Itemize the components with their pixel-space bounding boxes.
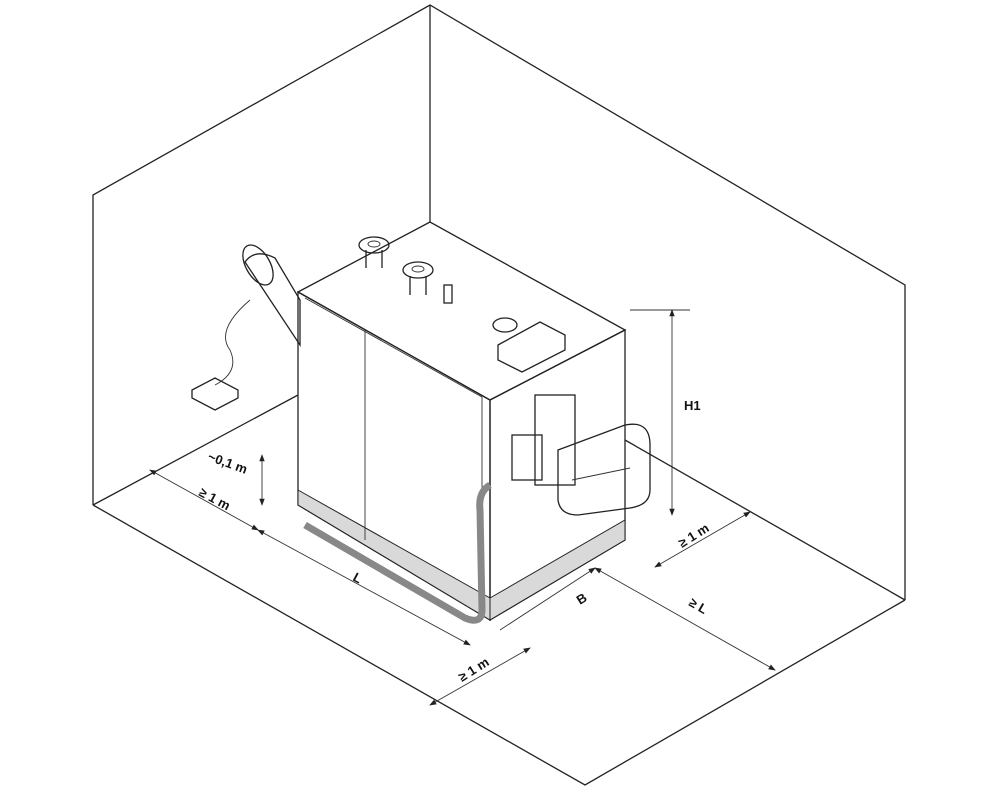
flue-pipe <box>191 244 301 411</box>
label-left-clearance: ≥ 1 m <box>197 484 233 513</box>
label-top-gap: ~0,1 m <box>206 449 250 477</box>
label-right-clearance: ≥ 1 m <box>676 520 712 550</box>
boiler <box>296 221 651 624</box>
control-box-icon <box>497 321 566 373</box>
label-width: B <box>574 590 590 608</box>
label-height: H1 <box>684 398 701 413</box>
room-outline <box>92 4 906 786</box>
label-burner-clearance: ≥ L <box>687 595 711 617</box>
gas-pipe <box>303 481 492 624</box>
pipe-flange-icon <box>358 236 518 333</box>
dimension-lines <box>149 309 776 706</box>
control-unit-icon <box>191 377 239 411</box>
label-length: L <box>351 569 365 586</box>
burner-icon <box>511 394 651 516</box>
